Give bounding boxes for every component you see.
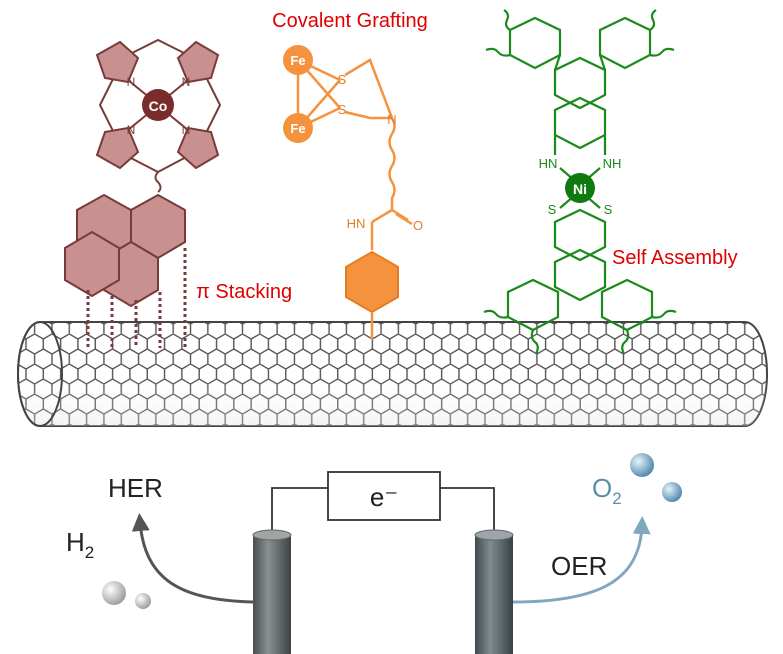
nickel-atom (565, 173, 595, 203)
electron-box (327, 471, 441, 521)
s-label-left: S (548, 202, 557, 217)
h2-label: H2 (66, 527, 94, 562)
h2-bubble-small (135, 593, 151, 609)
o2-bubble-small (662, 482, 682, 502)
iron-label-2: Fe (290, 121, 305, 136)
phenyl-linker (345, 250, 399, 340)
porphyrin-n-1: N (127, 75, 136, 89)
pi-stacking-label: π Stacking (196, 281, 292, 303)
h2-bubble-large (102, 581, 126, 605)
nitrogen-label: N (387, 112, 396, 127)
o2-label: O2 (592, 473, 622, 508)
cobalt-atom (142, 89, 174, 121)
anode-electrode (474, 529, 514, 654)
her-arrow (131, 513, 254, 604)
s-label-right: S (604, 202, 613, 217)
cobalt-label: Co (149, 98, 168, 114)
iron-label-1: Fe (290, 53, 305, 68)
oer-label: OER (551, 551, 607, 581)
porphyrin-n-4: N (182, 123, 191, 137)
electron-label: e⁻ (370, 482, 398, 512)
pi-stacking-dashes (86, 248, 187, 348)
o2-bubble-large (630, 453, 654, 477)
nh-label-left: HN (539, 156, 558, 171)
circuit-wire (271, 487, 495, 535)
iron-atom-1 (283, 45, 313, 75)
carbon-nanotube (17, 321, 768, 427)
porphyrin-n-3: N (127, 123, 136, 137)
amide-o-label: O (413, 218, 423, 233)
iron-atom-2 (283, 113, 313, 143)
self-assembly-label: Self Assembly (612, 247, 738, 269)
cathode-electrode (252, 529, 292, 654)
sulfur-label-2: S (338, 102, 347, 117)
covalent-grafting-label: Covalent Grafting (272, 10, 428, 32)
amide-hn-label: HN (347, 216, 366, 231)
pyrene-anchor (64, 193, 186, 308)
oer-arrow (512, 516, 651, 604)
her-label: HER (108, 473, 163, 503)
nickel-label: Ni (573, 181, 587, 197)
nickel-triphenylene-framework (483, 9, 677, 355)
cobalt-porphyrin (95, 38, 222, 193)
nh-label-right: NH (603, 156, 622, 171)
porphyrin-n-2: N (182, 75, 191, 89)
sulfur-label-1: S (338, 72, 347, 87)
